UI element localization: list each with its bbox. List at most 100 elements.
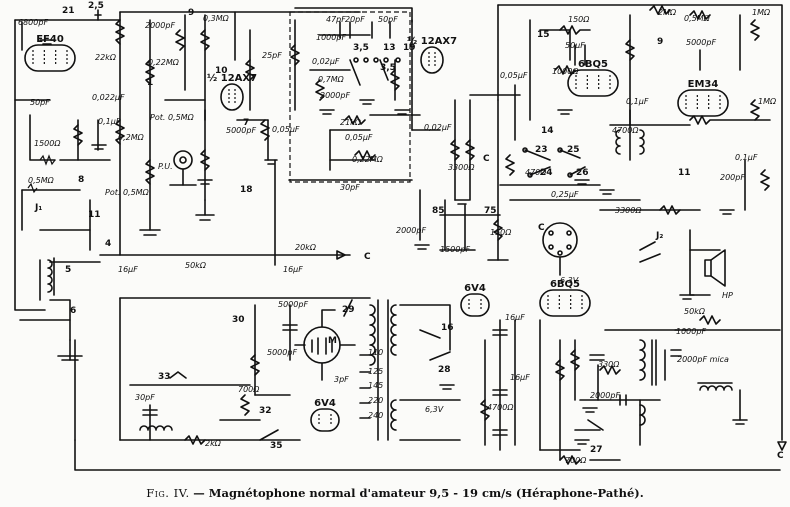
switch-number-label: J₂ — [655, 231, 663, 241]
switch-number-label: 7 — [243, 118, 249, 128]
switch-number-label: 4 — [105, 239, 111, 249]
switch-number-label: 27 — [590, 445, 603, 455]
switch-number-label: 29 — [342, 305, 355, 315]
component-value-label: 22kΩ — [95, 53, 117, 62]
switch-number-label: 19 — [403, 43, 416, 53]
switch-number-label: 32 — [259, 406, 272, 416]
component-value-label: 240 — [368, 411, 383, 420]
component-value-label: 47pF — [326, 15, 346, 24]
component-value-label: 3300Ω — [615, 206, 642, 215]
component-value-label: 4700Ω — [487, 403, 514, 412]
eq-network — [289, 11, 421, 183]
tube-label: 6BQ5 — [578, 59, 608, 70]
switch-number-label: 11 — [88, 210, 101, 220]
switch-number-label: 85 — [432, 206, 445, 216]
tube-label: 6V4 — [314, 398, 336, 409]
component-value-label: 20kΩ — [295, 243, 317, 252]
switch-number-label: 8 — [78, 175, 84, 185]
terminal-label: C — [777, 451, 784, 461]
caption-text: — Magnétophone normal d'amateur 9,5 - 19… — [193, 486, 644, 500]
tube-t5: EM34 — [677, 79, 729, 117]
bottom-output — [539, 315, 781, 465]
component-value-label: 2000pF — [145, 21, 175, 30]
switch-number-label: 16 — [441, 323, 454, 333]
component-value-label: 2000pF mica — [677, 355, 729, 364]
component-value-label: 0,5MΩ — [684, 14, 711, 23]
component-value-label: 0,25µF — [551, 190, 579, 199]
component-value-label: 5000pF — [686, 38, 716, 47]
switch-number-label: 25 — [567, 145, 580, 155]
component-value-label: 16µF — [283, 265, 303, 274]
tube-envelope — [460, 293, 490, 317]
component-value-label: 1500Ω — [34, 139, 61, 148]
switch-number-label: 3,5 — [353, 43, 369, 53]
component-value-label: 0,7MΩ — [318, 75, 345, 84]
switch-number-label: 1 — [147, 78, 153, 88]
output-stage — [499, 5, 771, 296]
component-value-label: 2000pF — [396, 226, 426, 235]
component-value-label: 0,1µF — [626, 97, 649, 106]
bottom-oscillator — [74, 297, 781, 471]
switch-number-label: 35 — [270, 441, 283, 451]
component-value-label: 16µF — [118, 265, 138, 274]
tube-envelope — [310, 408, 340, 432]
terminal-label: C — [538, 223, 545, 233]
component-value-label: 50µF — [565, 41, 585, 50]
caption-figure-number: Fig. IV. — [146, 486, 190, 500]
component-value-label: 125 — [368, 367, 383, 376]
switch-number-label: 9 — [657, 37, 663, 47]
component-value-label: 0,05µF — [272, 125, 300, 134]
switch-number-label: 13 — [383, 43, 396, 53]
component-value-label: 0,1µF — [735, 153, 758, 162]
component-value-label: 470Ω — [525, 168, 547, 177]
terminal-label: C — [364, 252, 371, 262]
component-value-label: 220 — [368, 396, 383, 405]
component-value-label: 2000pF — [590, 391, 620, 400]
tube-t3: ½ 12AX7 — [407, 36, 457, 74]
component-value-label: 0,02µF — [424, 123, 452, 132]
resistor-column-left — [73, 9, 161, 236]
stage-2 — [164, 11, 270, 221]
tube-envelope — [220, 83, 244, 111]
component-value-label: 0,5MΩ — [28, 176, 55, 185]
component-value-label: 0,3MΩ — [203, 14, 230, 23]
component-value-label: 20pF — [345, 15, 365, 24]
tube-t7: 6BQ5 — [539, 279, 591, 317]
component-value-label: HP — [722, 291, 733, 300]
terminal-label: C — [483, 154, 490, 164]
component-value-label: 150Ω — [490, 228, 512, 237]
switch-number-label: 21 — [62, 6, 75, 16]
switch-number-label: 10 — [215, 66, 228, 76]
switch-number-label: 2,5 — [88, 1, 104, 11]
component-value-label: 200pF — [720, 173, 745, 182]
input-section — [14, 19, 121, 361]
switch-number-label: M — [328, 336, 337, 346]
switch-number-label: 28 — [438, 365, 451, 375]
tube-envelope — [567, 69, 619, 97]
component-value-label: 21kΩ — [340, 118, 362, 127]
component-value-label: 3pF — [334, 375, 349, 384]
component-value-label: Pot. 0,5MΩ — [105, 188, 150, 197]
component-value-label: 3300Ω — [448, 163, 475, 172]
component-value-label: 30pF — [340, 183, 360, 192]
switch-number-label: 5 — [65, 265, 71, 275]
component-value-label: 16µF — [510, 373, 530, 382]
component-value-label: 1MΩ — [758, 97, 777, 106]
switch-number-label: 3,5 — [380, 63, 396, 73]
switch-number-label: 30 — [232, 315, 245, 325]
terminal-arrows — [336, 250, 787, 451]
tube-t1: EF40 — [24, 34, 76, 72]
component-value-label: 50kΩ — [185, 261, 207, 270]
component-value-label: 5000pF — [267, 348, 297, 357]
switch-number-label: 6 — [70, 306, 76, 316]
tube-label: ½ 12AX7 — [207, 73, 257, 84]
component-value-label: 16µF — [505, 313, 525, 322]
figure-caption: Fig. IV. — Magnétophone normal d'amateur… — [0, 486, 790, 500]
tube-t8: 6V4 — [310, 398, 340, 432]
component-value-label: 145 — [368, 381, 383, 390]
component-value-label: 0,05µF — [500, 71, 528, 80]
component-value-label: 25pF — [262, 51, 282, 60]
